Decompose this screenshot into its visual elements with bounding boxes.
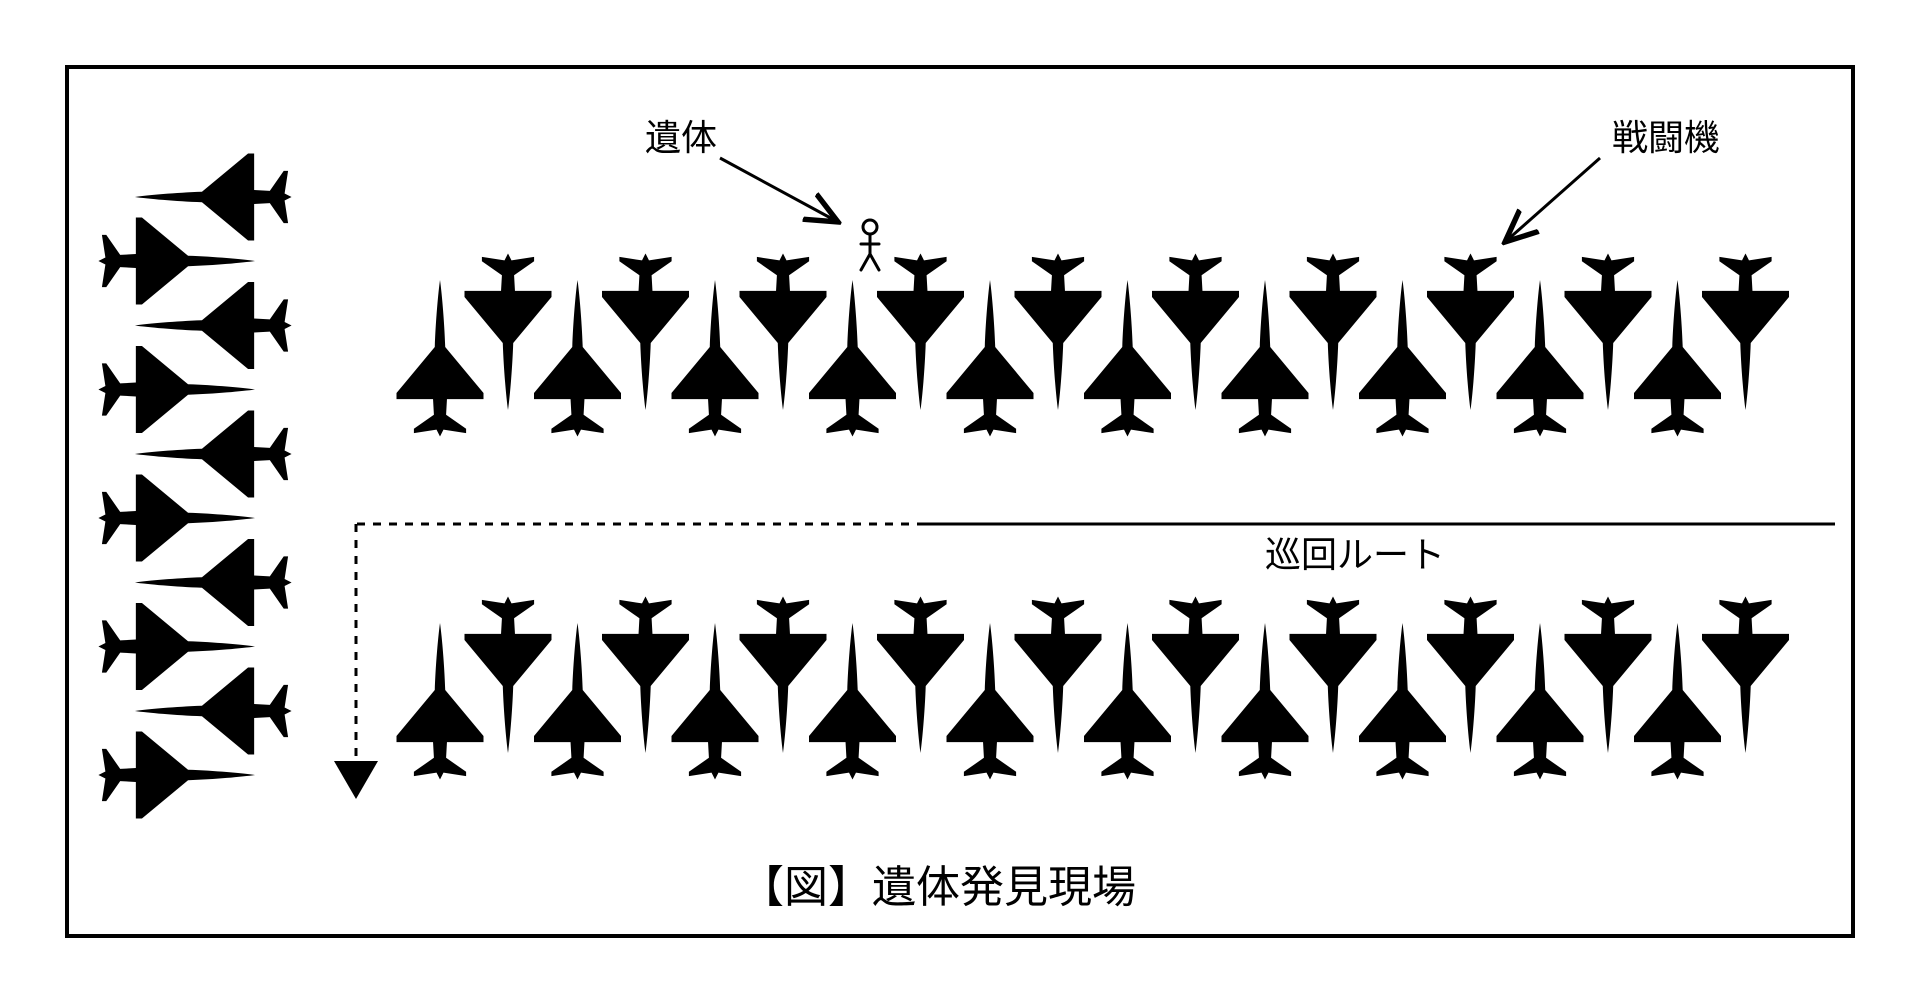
- fighter-jet-icon: [134, 410, 292, 498]
- fighter-jet-icon: [134, 539, 292, 626]
- fighter-jet-icon: [98, 217, 256, 305]
- left-aircraft-column: [98, 153, 292, 819]
- patrol-route: 巡回ルート: [334, 522, 1835, 799]
- frame-border: [65, 65, 1855, 938]
- fighter-jet-icon: [98, 474, 256, 562]
- fighter-jet-icon: [98, 346, 256, 433]
- body-callout-arrow: [719, 156, 838, 222]
- fighter-jet-icon: [98, 731, 256, 819]
- body-marker: 遺体: [645, 118, 881, 272]
- patrol-route-label: 巡回ルート: [1265, 535, 1445, 576]
- fighter-jet-icon: [134, 282, 292, 369]
- diagram-caption: 【図】遺体発見現場: [740, 862, 1136, 913]
- stick-figure-icon: [859, 218, 881, 272]
- fighter-jet-icon: [98, 603, 256, 690]
- fighter-jet-icon: [134, 153, 292, 241]
- upper-aircraft-row: [396, 253, 1789, 437]
- triangle-down-icon: [334, 761, 378, 799]
- fighter-callout: 戦闘機: [1505, 118, 1720, 242]
- body-label: 遺体: [645, 118, 717, 159]
- fighter-jet-icon: [134, 667, 292, 755]
- fighter-callout-arrow: [1505, 156, 1601, 242]
- fighter-label: 戦闘機: [1612, 118, 1720, 159]
- lower-aircraft-row: [396, 596, 1789, 780]
